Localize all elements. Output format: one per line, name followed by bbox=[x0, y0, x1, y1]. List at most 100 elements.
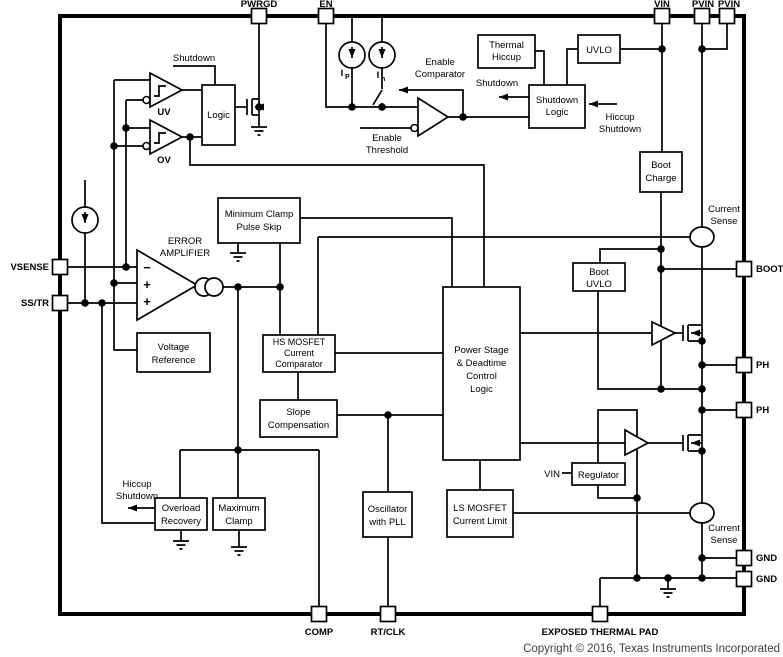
thermal-hiccup-block bbox=[477, 34, 536, 69]
plus-sign: + bbox=[143, 277, 151, 292]
pin-ph2 bbox=[735, 401, 753, 419]
pin-label-ph2: PH bbox=[756, 405, 769, 416]
hiccup-shutdown-right-label: Shutdown bbox=[599, 124, 641, 135]
boot-charge-label: Charge bbox=[645, 173, 676, 184]
ih-label: I bbox=[377, 70, 380, 81]
error-amplifier-icon: − + + bbox=[136, 248, 224, 322]
hs-mosfet-comparator-block bbox=[262, 334, 336, 373]
current-sense-top-icon bbox=[689, 226, 715, 248]
boot-uvlo-block bbox=[572, 262, 626, 292]
blocks bbox=[136, 34, 683, 538]
boot-charge-block bbox=[639, 151, 683, 193]
boot-uvlo-label: Boot bbox=[589, 267, 609, 278]
pin-label-vsense: VSENSE bbox=[10, 262, 49, 273]
voltage-reference-label: Reference bbox=[152, 355, 196, 366]
pin-label-thermal-pad: EXPOSED THERMAL PAD bbox=[542, 627, 659, 638]
ground-icon bbox=[231, 530, 247, 556]
current-sense-top-label: Sense bbox=[711, 216, 738, 227]
ih-label-sub: h bbox=[381, 76, 385, 83]
hiccup-shutdown-left-label: Hiccup bbox=[122, 479, 151, 490]
block-labels: Logic Thermal Hiccup UVLO Shutdown Logic… bbox=[152, 40, 677, 528]
hs-mosfet-icon bbox=[675, 324, 703, 342]
junction-dots bbox=[81, 45, 706, 582]
voltage-reference-label: Voltage bbox=[158, 342, 190, 353]
ground-icon bbox=[251, 126, 267, 136]
ground-icon bbox=[230, 243, 246, 262]
hs-comparator-label: Current bbox=[284, 348, 315, 358]
ls-current-limit-label: Current Limit bbox=[453, 516, 508, 527]
pin-label-pvin2: PVIN bbox=[718, 0, 740, 10]
overload-recovery-block bbox=[154, 497, 208, 531]
regulator-label: Regulator bbox=[578, 470, 619, 481]
thermal-hiccup-label: Thermal bbox=[489, 40, 524, 51]
pin-label-rtclk: RT/CLK bbox=[371, 627, 406, 638]
uvlo-label: UVLO bbox=[586, 45, 612, 56]
pin-rtclk bbox=[379, 605, 397, 623]
hiccup-shutdown-right-label: Hiccup bbox=[605, 112, 634, 123]
current-sense-bottom-label: Sense bbox=[711, 535, 738, 546]
oscillator-block bbox=[362, 491, 413, 538]
current-sense-bottom-icon bbox=[689, 502, 715, 524]
enable-comparator-label: Enable bbox=[425, 57, 455, 68]
boot-charge-label: Boot bbox=[651, 160, 671, 171]
net-labels: Shutdown UV OV ERROR AMPLIFIER I P I h E… bbox=[116, 53, 740, 546]
maximum-clamp-label: Clamp bbox=[225, 516, 252, 527]
pin-label-gnd1: GND bbox=[756, 553, 777, 564]
pin-label-gnd2: GND bbox=[756, 574, 777, 585]
pin-label-sstr: SS/TR bbox=[21, 298, 49, 309]
overload-recovery-label: Overload bbox=[162, 503, 201, 514]
hs-comparator-label: HS MOSFET bbox=[273, 337, 326, 347]
shutdown-logic-block bbox=[528, 84, 586, 129]
error-amplifier-label: ERROR bbox=[168, 236, 202, 247]
power-stage-label: & Deadtime bbox=[457, 358, 507, 369]
maximum-clamp-label: Maximum bbox=[218, 503, 259, 514]
ip-label: I bbox=[341, 68, 344, 79]
overload-recovery-label: Recovery bbox=[161, 516, 201, 527]
ov-label: OV bbox=[157, 155, 171, 166]
pin-en bbox=[317, 7, 335, 25]
plus-sign: + bbox=[143, 294, 151, 309]
thermal-hiccup-label: Hiccup bbox=[492, 52, 521, 63]
pin-boot bbox=[735, 260, 753, 278]
current-sense-bottom-label: Current bbox=[708, 523, 740, 534]
current-source-icon bbox=[71, 206, 99, 234]
boot-uvlo-label: UVLO bbox=[586, 279, 612, 290]
pin-label-ph1: PH bbox=[756, 360, 769, 371]
ic-boundary bbox=[58, 14, 746, 616]
ov-comparator-icon bbox=[142, 118, 184, 156]
enable-threshold-label: Enable bbox=[372, 133, 402, 144]
ih-current-source-icon bbox=[368, 41, 396, 69]
pin-thermal-pad bbox=[591, 605, 609, 623]
current-sense-top-label: Current bbox=[708, 204, 740, 215]
minimum-clamp-label: Minimum Clamp bbox=[225, 209, 294, 220]
pin-label-comp: COMP bbox=[305, 627, 334, 638]
slope-compensation-block bbox=[259, 399, 338, 438]
power-stage-block bbox=[442, 286, 521, 461]
regulator-block bbox=[571, 462, 626, 486]
maximum-clamp-block bbox=[212, 497, 266, 531]
uv-label: UV bbox=[157, 107, 171, 118]
shutdown-net-label: Shutdown bbox=[173, 53, 215, 64]
slope-compensation-label: Slope bbox=[286, 407, 310, 418]
shutdown-out-label: Shutdown bbox=[476, 78, 518, 89]
pin-sstr bbox=[51, 294, 69, 312]
ground-icon bbox=[173, 530, 189, 550]
pin-label-pwrgd: PWRGD bbox=[241, 0, 278, 10]
ip-current-source-icon bbox=[338, 41, 366, 69]
pwrgd-mosfet-icon bbox=[246, 98, 264, 127]
pin-label-boot: BOOT bbox=[756, 264, 783, 275]
shutdown-logic-label: Logic bbox=[546, 107, 569, 118]
uvlo-block bbox=[577, 34, 621, 64]
enable-threshold-label: Threshold bbox=[366, 145, 408, 156]
pin-pvin2 bbox=[718, 7, 736, 25]
pin-label-pvin1: PVIN bbox=[692, 0, 714, 10]
pins bbox=[51, 7, 753, 623]
logic-block bbox=[201, 84, 236, 146]
uv-comparator-icon bbox=[142, 71, 184, 109]
minus-sign: − bbox=[143, 260, 151, 275]
oscillator-label: Oscillator bbox=[368, 504, 408, 515]
hs-comparator-label: Comparator bbox=[275, 359, 323, 369]
hs-driver-icon bbox=[651, 320, 677, 347]
error-amplifier-label: AMPLIFIER bbox=[160, 248, 210, 259]
